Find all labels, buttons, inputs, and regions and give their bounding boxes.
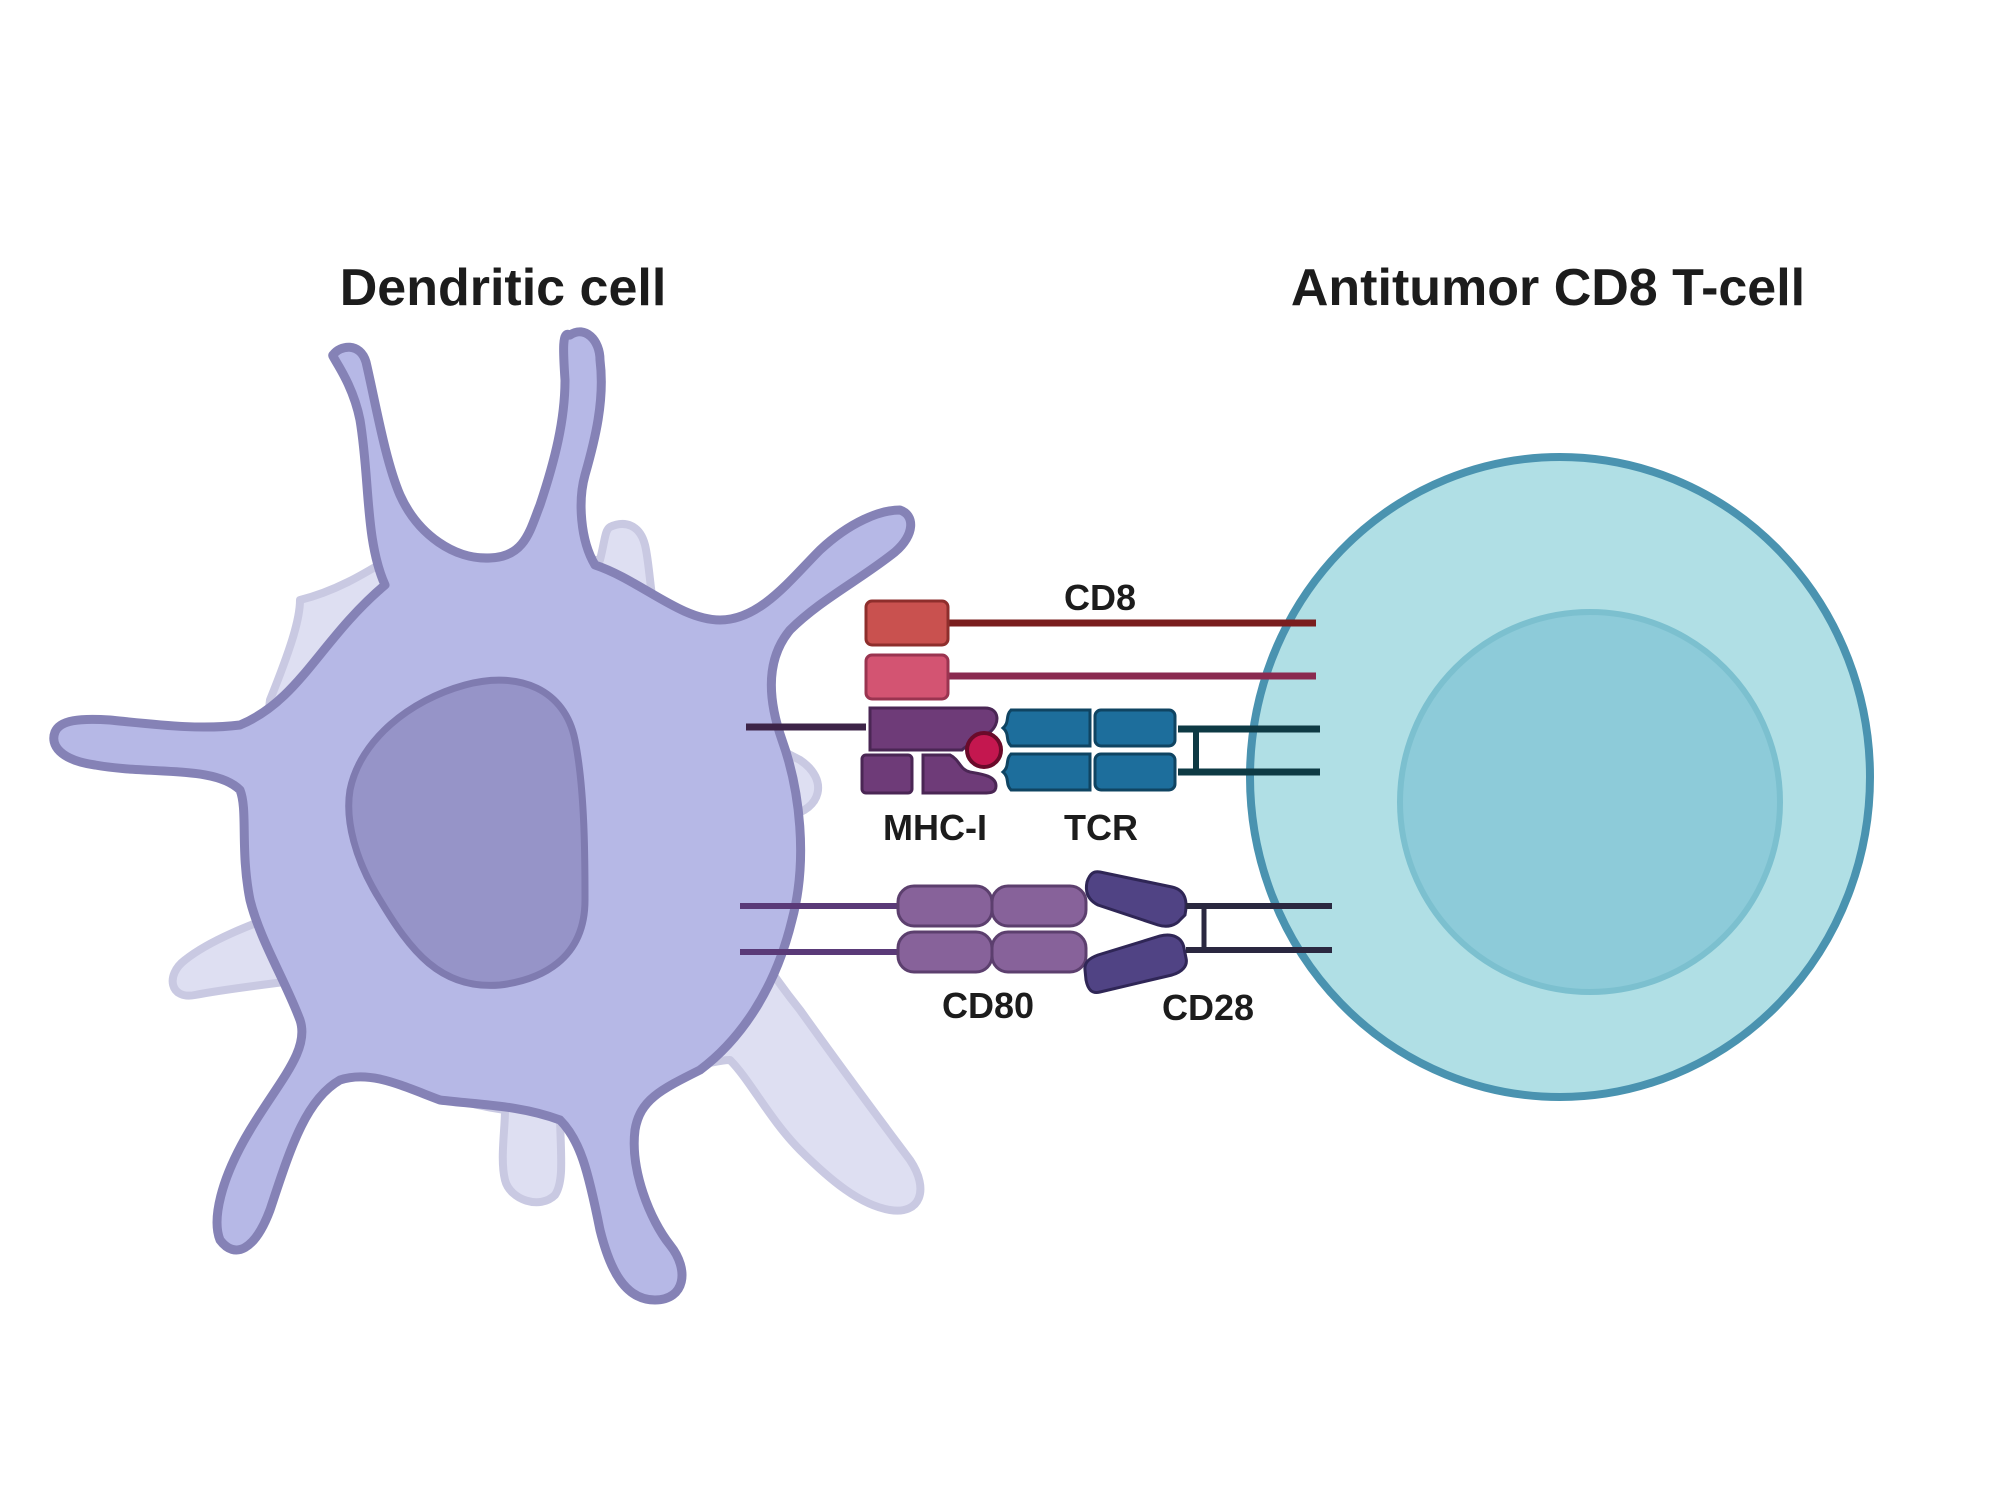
cd28-domain-lower (1083, 933, 1188, 994)
mhc1-alpha3-domain (921, 753, 998, 795)
cd80-domain-3 (896, 930, 994, 974)
cd8-beta-domain (864, 653, 950, 701)
tcr-alpha-chain-v (1000, 708, 1092, 748)
tcr-alpha-chain-c (1093, 708, 1177, 748)
cd80-domain-1 (896, 884, 994, 928)
mhc1-label: MHC-I (883, 807, 987, 848)
cd80-ligand (740, 884, 1088, 974)
cd28-label: CD28 (1162, 987, 1254, 1028)
dendritic-cell-title: Dendritic cell (340, 259, 667, 317)
cd8-label: CD8 (1064, 577, 1136, 618)
tcr-complex (1000, 708, 1320, 792)
cd28-domain-upper (1084, 870, 1188, 928)
cd80-label: CD80 (942, 985, 1034, 1026)
peptide-antigen (965, 731, 1003, 769)
cd28-receptor (1083, 870, 1332, 994)
cd80-domain-4 (990, 930, 1088, 974)
t-cell-nucleus (1397, 609, 1783, 995)
dendritic-cell (49, 327, 925, 1305)
dendritic-cell-nucleus (345, 676, 589, 989)
mhc1-beta2m (860, 753, 914, 795)
cd8-alpha-domain (864, 599, 950, 647)
t-cell-title: Antitumor CD8 T-cell (1291, 259, 1805, 317)
mhc1-complex (746, 706, 1003, 795)
tcr-beta-chain-c (1093, 752, 1177, 792)
tcr-label: TCR (1064, 807, 1138, 848)
cd8-coreceptor (864, 599, 1316, 701)
cd80-domain-2 (990, 884, 1088, 928)
tcr-beta-chain-v (1000, 752, 1092, 792)
t-cell (1246, 453, 1874, 1101)
